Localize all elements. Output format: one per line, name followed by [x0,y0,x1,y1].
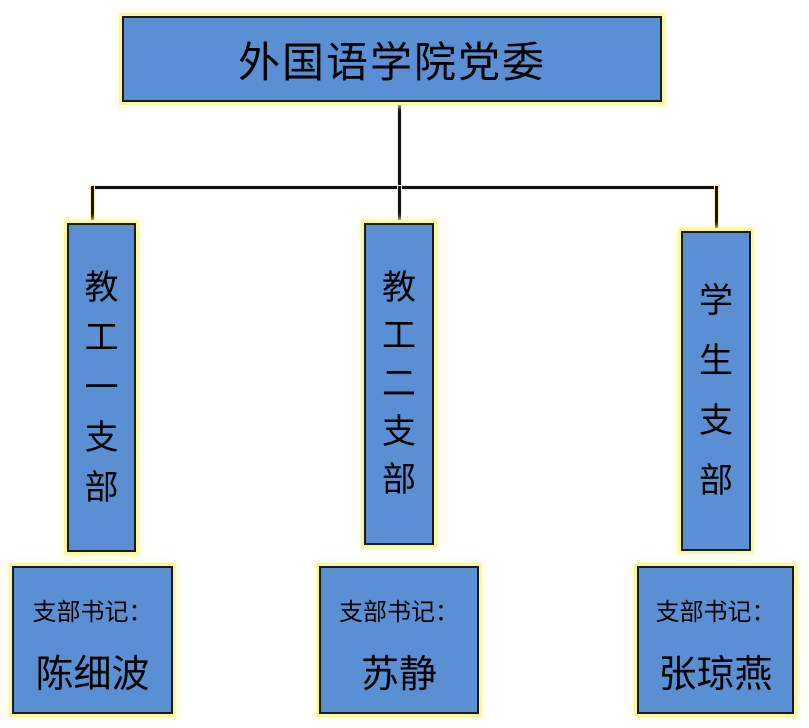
secretary-box-2: 支部书记： 苏静 [319,566,479,714]
secretary-box-1: 支部书记： 陈细波 [12,566,173,714]
branch-node-3: 学 生 支 部 [681,231,751,551]
connector-branch-3 [715,186,718,231]
root-node: 外国语学院党委 [122,16,662,102]
branch-1-char: 教 [84,267,119,308]
branch-1-char: 部 [84,467,119,508]
branch-1-char: 一 [84,367,119,408]
branch-2-char: 教 [382,268,416,308]
branch-3-char: 部 [699,461,733,501]
branch-1-char: 工 [84,317,119,358]
secretary-label: 支部书记： [655,598,776,626]
connector-branch-2 [398,186,401,223]
branch-3-char: 学 [699,281,733,321]
branch-3-char: 生 [699,341,733,381]
branch-2-char: 二 [382,364,416,404]
branch-1-char: 支 [84,417,119,458]
branch-2-char: 工 [382,316,416,356]
secretary-label: 支部书记： [339,598,459,626]
secretary-box-3: 支部书记： 张琼燕 [637,566,794,714]
branch-node-2: 教 工 二 支 部 [364,223,434,545]
secretary-name: 张琼燕 [658,652,773,696]
branch-2-char: 支 [382,412,416,452]
connector-root-down [398,102,401,188]
secretary-name: 陈细波 [35,652,150,696]
branch-2-char: 部 [382,460,416,500]
branch-3-char: 支 [699,401,733,441]
root-node-label: 外国语学院党委 [237,37,546,87]
secretary-name: 苏静 [360,652,437,696]
secretary-label: 支部书记： [32,598,153,626]
connector-branch-1 [91,186,94,223]
branch-node-1: 教 工 一 支 部 [67,223,136,552]
connector-horizontal [91,186,718,189]
